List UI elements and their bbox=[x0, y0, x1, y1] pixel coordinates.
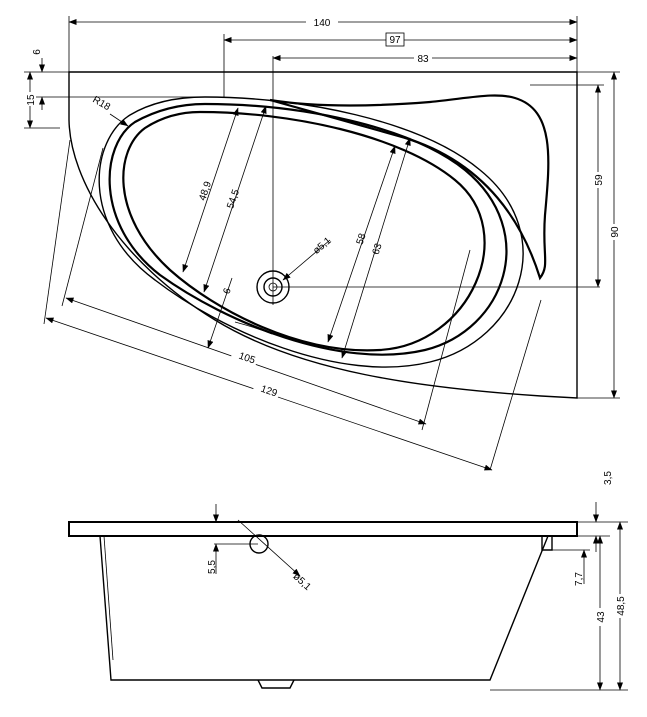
side-overflow-leader bbox=[237, 519, 301, 577]
dim-text-48-5: 48,5 bbox=[616, 596, 627, 616]
radius-leader bbox=[109, 113, 129, 127]
rim-outer-contour bbox=[98, 96, 524, 368]
dim-text-63: 63 bbox=[371, 242, 385, 257]
dim-text-3-5: 3,5 bbox=[603, 471, 614, 485]
dim-text-129: 129 bbox=[259, 384, 279, 400]
ext-line-105-left bbox=[61, 147, 104, 307]
dim-text-59: 59 bbox=[594, 174, 605, 186]
dim-text-5-5: 5,5 bbox=[207, 560, 218, 574]
dim-text-90: 90 bbox=[610, 226, 621, 238]
dim-text-7-7: 7,7 bbox=[574, 572, 585, 586]
side-rim bbox=[68, 521, 578, 537]
side-overflow-nub bbox=[541, 536, 553, 551]
dim-text-140: 140 bbox=[314, 18, 331, 29]
side-foot bbox=[257, 679, 295, 689]
ext-line-129-left bbox=[43, 139, 71, 325]
side-body bbox=[99, 535, 549, 681]
dim-text-6: 6 bbox=[32, 49, 43, 55]
ext-line-129-right bbox=[489, 299, 542, 471]
dim-text-rim-gap: 6 bbox=[222, 286, 234, 295]
dim-text-drain-diameter: ø5,1 bbox=[311, 235, 334, 257]
dim-text-54-5: 54,5 bbox=[225, 188, 242, 210]
dim-text-48-9: 48,9 bbox=[197, 180, 214, 202]
dim-text-side-overflow-diameter: ø5,1 bbox=[291, 571, 314, 593]
dim-line-rim-gap bbox=[207, 277, 233, 349]
backrest-contour bbox=[269, 94, 550, 281]
dim-text-43: 43 bbox=[596, 611, 607, 623]
dim-text-97: 97 bbox=[389, 35, 401, 46]
dim-text-58: 58 bbox=[355, 232, 369, 247]
ext-line-105-right bbox=[421, 249, 471, 431]
drain-diameter-leader bbox=[282, 239, 331, 281]
dim-line-54-5 bbox=[203, 105, 267, 293]
side-view: ø5,1 5,5 3,5 7,7 43 48,5 bbox=[68, 471, 628, 691]
dim-box-97 bbox=[385, 32, 405, 47]
rim-inner-contour bbox=[108, 102, 508, 356]
side-body-inner bbox=[103, 535, 114, 661]
dim-text-83: 83 bbox=[417, 54, 429, 65]
dim-text-15: 15 bbox=[26, 94, 37, 106]
plan-view: 140 97 83 6 15 R18 48,9 54,5 ø5,1 58 bbox=[24, 16, 621, 471]
